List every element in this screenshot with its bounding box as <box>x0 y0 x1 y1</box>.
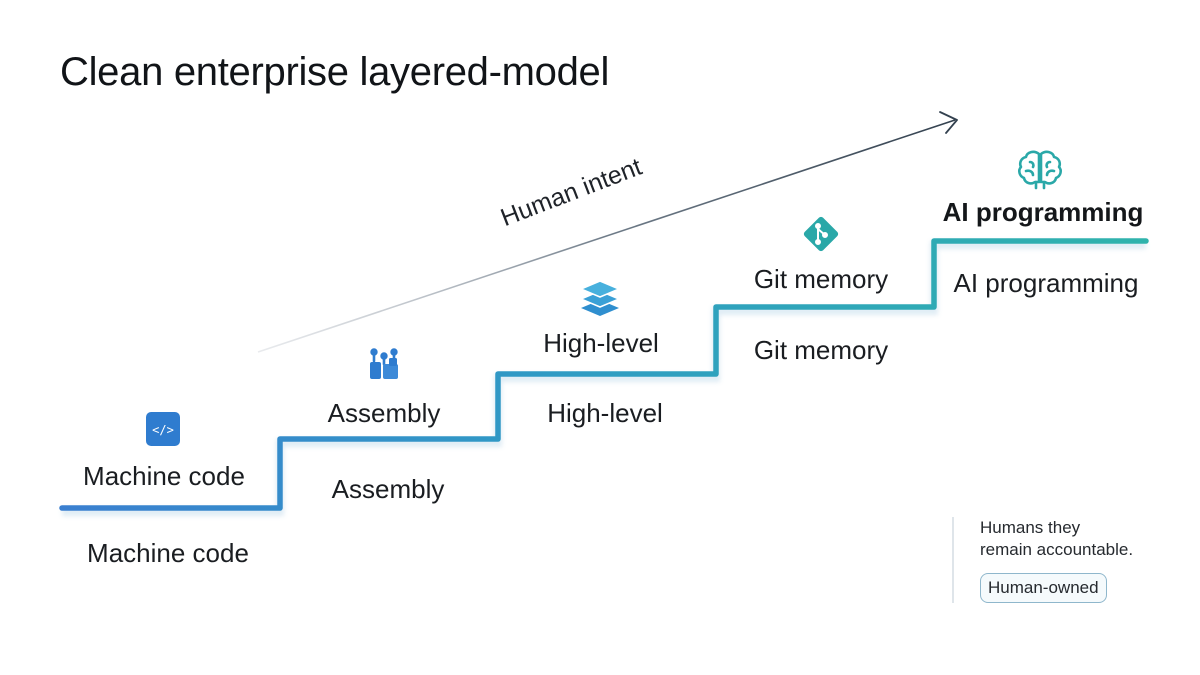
intent-arrow <box>257 119 956 353</box>
layers-icon <box>579 280 621 316</box>
step-label-git-memory: Git memory <box>753 264 889 294</box>
intent-arrow-head <box>939 111 958 134</box>
step-caption-machine-code: Machine code <box>87 538 249 568</box>
step-caption-ai-programming: AI programming <box>953 268 1139 298</box>
staircase-line <box>59 238 1149 511</box>
step-caption-high-level: High-level <box>547 398 663 428</box>
step-label-assembly: Assembly <box>327 398 441 428</box>
brain-icon <box>1018 150 1062 190</box>
svg-text:</>: </> <box>152 423 174 437</box>
code-icon: </> <box>146 412 180 446</box>
note-line-1: Humans they <box>980 518 1081 537</box>
step-label-high-level: High-level <box>543 328 659 358</box>
accountability-note: Humans they remain accountable. Human-ow… <box>952 517 1133 603</box>
step-label-machine-code: Machine code <box>83 461 245 491</box>
note-line-2: remain accountable. <box>980 540 1134 559</box>
circuit-icon <box>370 348 398 379</box>
human-owned-badge: Human-owned <box>980 573 1107 603</box>
step-caption-git-memory: Git memory <box>753 335 889 365</box>
step-caption-assembly: Assembly <box>331 474 445 504</box>
step-label-ai-programming: AI programming <box>942 197 1144 227</box>
git-branch-icon <box>803 216 839 252</box>
page-title: Clean enterprise layered-model <box>60 50 610 94</box>
